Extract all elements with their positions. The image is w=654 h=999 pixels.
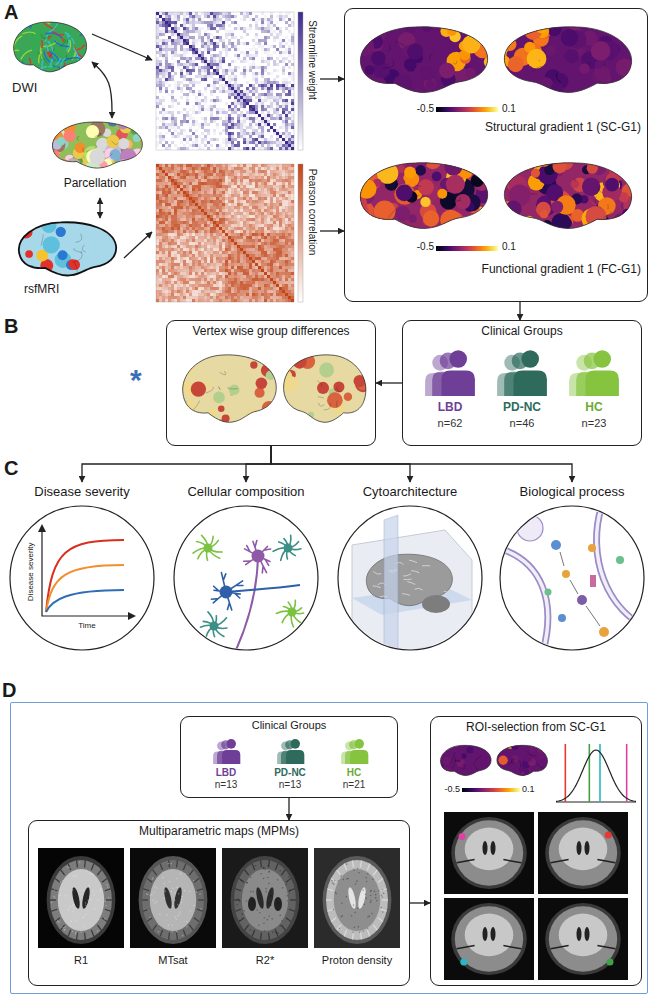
figure-canvas: DWIParcellationrsfMRIStreamline weightPe…	[0, 0, 654, 999]
